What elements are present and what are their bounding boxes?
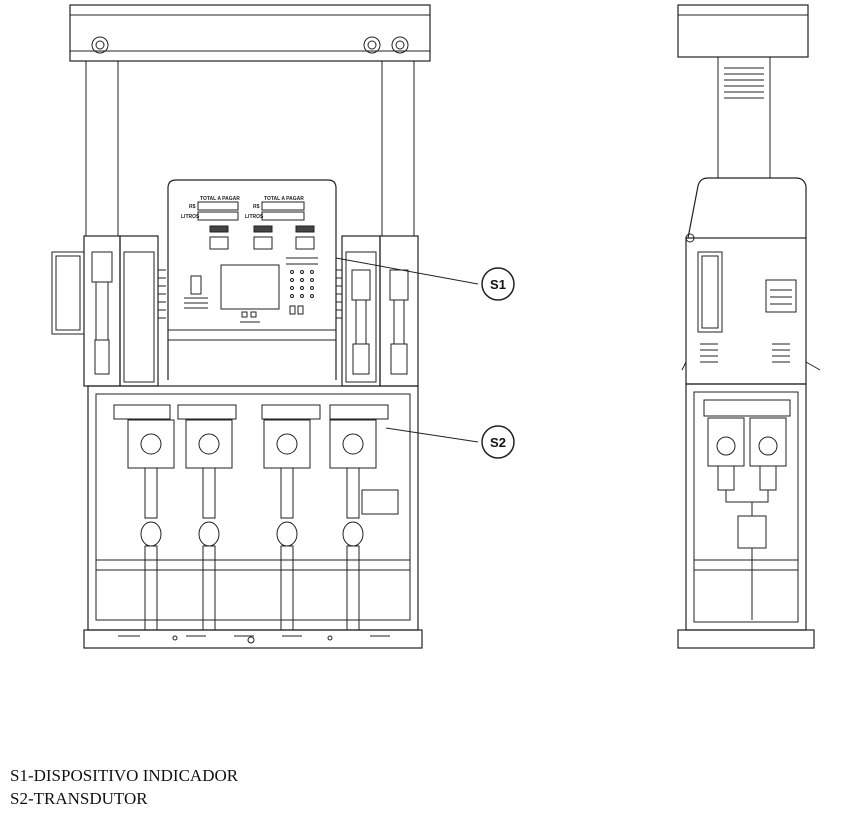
legend: S1-DISPOSITIVO INDICADOR S2-TRANSDUTOR xyxy=(10,764,238,810)
side-nameplate xyxy=(765,279,797,313)
legend-item-s2: S2-TRANSDUTOR xyxy=(10,789,148,808)
fuel-dispenser-technical-drawing: TOTAL A PAGAR R$ LITROS TOTAL A PAGAR R$… xyxy=(51,4,821,649)
vent-left xyxy=(158,269,166,319)
nozzle-right-2 xyxy=(389,269,409,375)
side-view xyxy=(677,4,821,649)
side-meter-units xyxy=(703,399,791,620)
legend-item-s1: S1-DISPOSITIVO INDICADOR xyxy=(10,766,239,785)
callout-s1-label: S1 xyxy=(490,277,506,292)
meter-unit-3 xyxy=(261,404,321,631)
nozzle-right-1 xyxy=(351,269,371,375)
vent-right xyxy=(336,269,342,319)
canopy-nozzle-right-2 xyxy=(391,36,409,54)
display-right-title: TOTAL A PAGAR xyxy=(264,196,304,202)
canopy-nozzle-right-1 xyxy=(363,36,381,54)
callout-s1: S1 xyxy=(335,257,515,301)
meter-unit-2 xyxy=(177,404,237,631)
display-right-unit: LITROS xyxy=(245,214,264,220)
display-right: TOTAL A PAGAR R$ LITROS xyxy=(245,196,305,221)
display-left-currency: R$ xyxy=(189,204,196,210)
front-view: TOTAL A PAGAR R$ LITROS TOTAL A PAGAR R$… xyxy=(51,4,431,649)
display-left-unit: LITROS xyxy=(181,214,200,220)
meter-unit-1 xyxy=(113,404,175,631)
display-left: TOTAL A PAGAR R$ LITROS xyxy=(181,196,240,221)
display-right-currency: R$ xyxy=(253,204,260,210)
canopy-nozzle-left xyxy=(91,36,109,54)
nozzle-left xyxy=(91,251,113,375)
display-left-title: TOTAL A PAGAR xyxy=(200,196,240,202)
meter-unit-4 xyxy=(329,404,389,631)
central-screen xyxy=(220,264,280,310)
callout-s2: S2 xyxy=(385,425,515,459)
keypad xyxy=(286,257,318,315)
callout-s2-label: S2 xyxy=(490,435,506,450)
side-vent-top xyxy=(724,67,764,99)
side-vent-bottom xyxy=(700,343,790,363)
